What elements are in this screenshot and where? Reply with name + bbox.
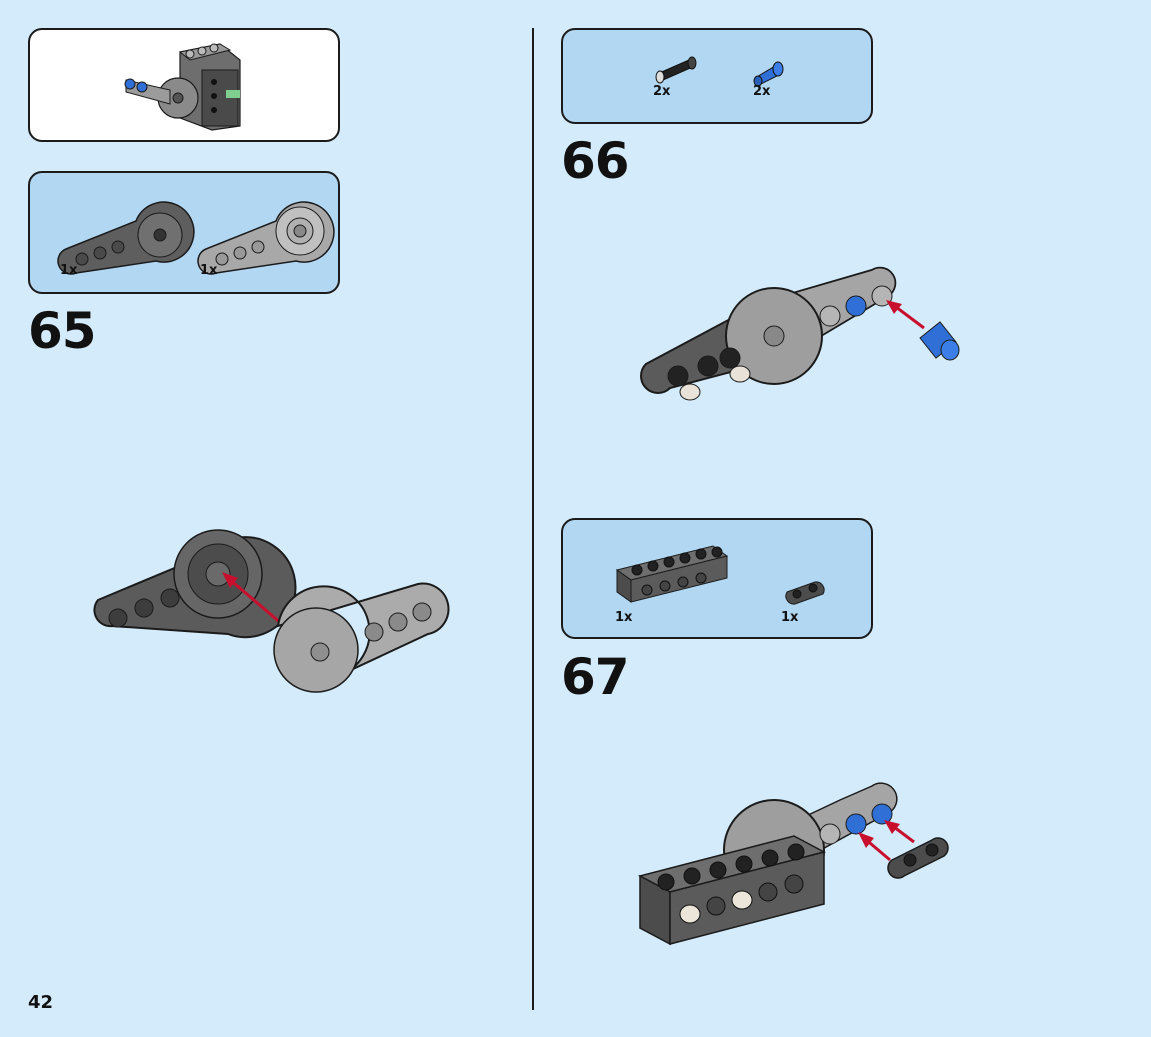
part-qty-1: 1x <box>60 263 78 278</box>
part-qty-4: 2x <box>753 84 771 99</box>
dark-gray-plate-1x2-rounded-icon <box>785 581 825 605</box>
step-66-illustration <box>640 266 960 401</box>
step-number-67: 67 <box>561 648 630 706</box>
blue-axle-pin-icon <box>753 61 784 87</box>
part-qty-2: 1x <box>200 263 218 278</box>
parts-callout-65: 1x 1x <box>28 171 340 294</box>
step-67-illustration <box>637 782 949 946</box>
step-number-66: 66 <box>561 132 630 190</box>
column-divider <box>532 28 534 1010</box>
parts-callout-67: 1x 1x <box>561 518 873 639</box>
assembly-preview-icon <box>124 43 241 131</box>
black-friction-pin-icon <box>655 56 697 84</box>
part-qty-6: 1x <box>781 610 799 625</box>
light-gray-liftarm-with-disc-icon <box>197 201 335 275</box>
part-qty-3: 2x <box>653 84 671 99</box>
page-number: 42 <box>28 992 54 1013</box>
dark-gray-liftarm-with-disc-icon <box>57 201 195 275</box>
dark-gray-technic-brick-1x6-icon <box>615 545 729 603</box>
step-65-illustration <box>93 529 450 693</box>
part-qty-5: 1x <box>615 610 633 625</box>
submodel-preview-box <box>28 28 340 142</box>
parts-callout-66: 2x 2x <box>561 28 873 124</box>
step-number-65: 65 <box>28 302 97 360</box>
